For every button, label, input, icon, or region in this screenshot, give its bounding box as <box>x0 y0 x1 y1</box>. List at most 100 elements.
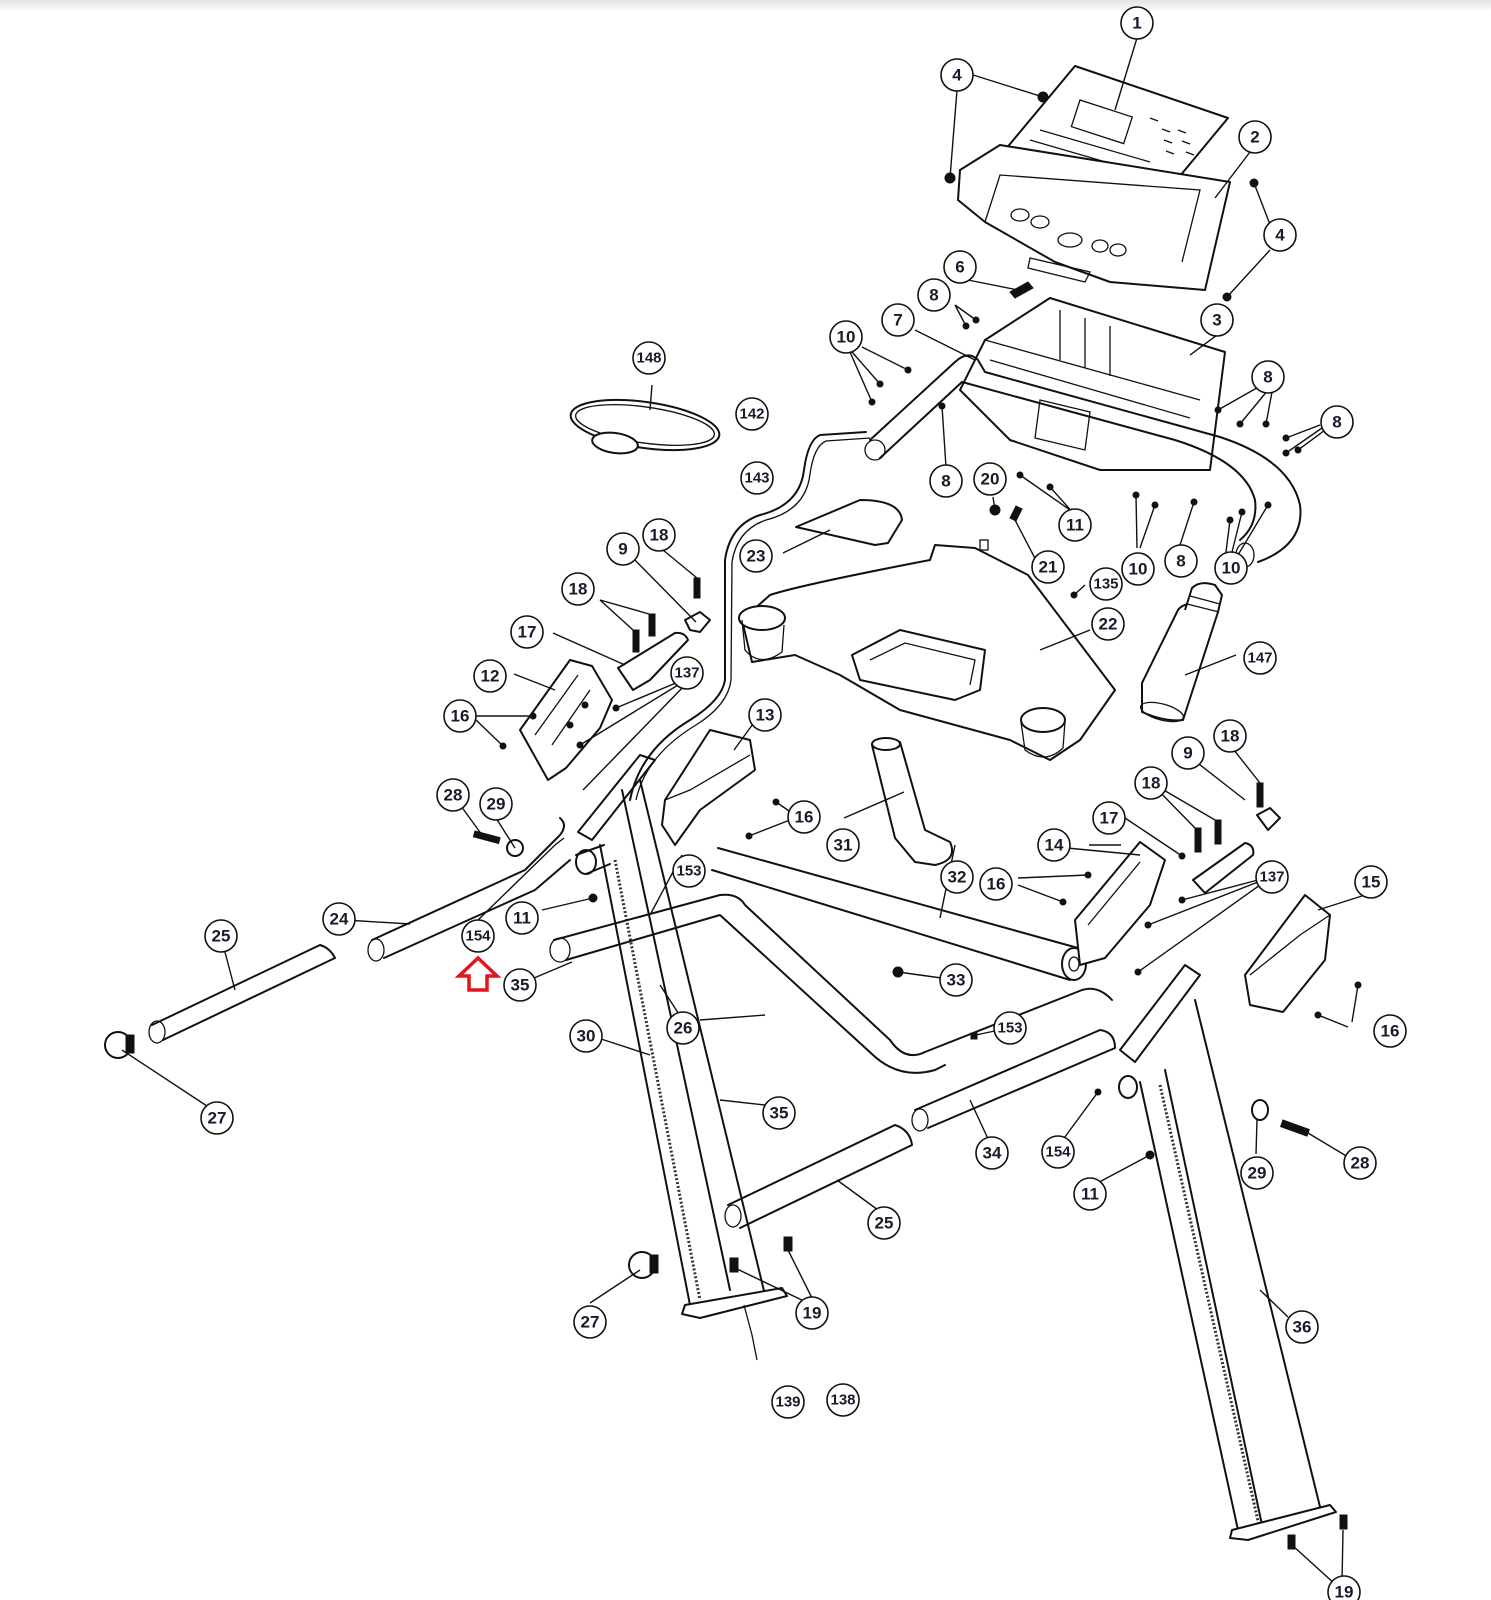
callout-16[interactable]: 16 <box>1373 1014 1407 1048</box>
callout-8[interactable]: 8 <box>929 464 963 498</box>
part-right-moving-arm-lower[interactable] <box>724 1124 913 1229</box>
part-left-pivot-cover-inner[interactable] <box>519 659 613 781</box>
callout-8[interactable]: 8 <box>1251 360 1285 394</box>
callout-25[interactable]: 25 <box>867 1206 901 1240</box>
part-right-moving-arm-upper[interactable] <box>911 1029 1116 1132</box>
part-right-grip-bracket[interactable] <box>1192 807 1281 894</box>
callout-17[interactable]: 17 <box>1092 801 1126 835</box>
callout-11[interactable]: 11 <box>1073 1177 1107 1211</box>
callout-10[interactable]: 10 <box>1121 552 1155 586</box>
callout-13[interactable]: 13 <box>748 698 782 732</box>
svg-text:25: 25 <box>875 1214 894 1233</box>
callout-35[interactable]: 35 <box>762 1096 796 1130</box>
callout-9[interactable]: 9 <box>606 532 640 566</box>
callout-25[interactable]: 25 <box>204 919 238 953</box>
svg-text:28: 28 <box>444 786 463 805</box>
callout-16[interactable]: 16 <box>443 699 477 733</box>
callout-36[interactable]: 36 <box>1285 1310 1319 1344</box>
callout-9[interactable]: 9 <box>1171 736 1205 770</box>
part-left-pivot-cover-outer[interactable] <box>661 729 756 846</box>
callout-28[interactable]: 28 <box>436 778 470 812</box>
part-right-upright[interactable] <box>1118 964 1337 1541</box>
part-lower-handle-bar[interactable] <box>549 893 1113 1074</box>
callout-7[interactable]: 7 <box>881 303 915 337</box>
callout-23[interactable]: 23 <box>739 539 773 573</box>
callout-8[interactable]: 8 <box>917 278 951 312</box>
callout-135[interactable]: 135 <box>1089 567 1123 601</box>
callout-153[interactable]: 153 <box>993 1011 1027 1045</box>
callout-30[interactable]: 30 <box>569 1019 603 1053</box>
part-accessory-tray-cover[interactable] <box>795 499 903 546</box>
callout-22[interactable]: 22 <box>1091 607 1125 641</box>
callout-34[interactable]: 34 <box>975 1136 1009 1170</box>
svg-text:29: 29 <box>1248 1164 1267 1183</box>
callout-6[interactable]: 6 <box>943 250 977 284</box>
callout-138[interactable]: 138 <box>826 1383 860 1417</box>
svg-text:138: 138 <box>830 1392 855 1409</box>
callout-137[interactable]: 137 <box>670 656 704 690</box>
callout-18[interactable]: 18 <box>1213 719 1247 753</box>
callout-28[interactable]: 28 <box>1343 1146 1377 1180</box>
callout-148[interactable]: 148 <box>632 341 666 375</box>
callout-2[interactable]: 2 <box>1238 120 1272 154</box>
callout-154[interactable]: 154 <box>461 919 495 953</box>
part-left-upright[interactable] <box>577 754 788 1361</box>
callout-18[interactable]: 18 <box>642 518 676 552</box>
svg-text:18: 18 <box>650 526 669 545</box>
callout-16[interactable]: 16 <box>787 800 821 834</box>
callout-27[interactable]: 27 <box>200 1101 234 1135</box>
callout-17[interactable]: 17 <box>510 615 544 649</box>
callout-147[interactable]: 147 <box>1243 641 1277 675</box>
callout-35[interactable]: 35 <box>503 968 537 1002</box>
callout-153[interactable]: 153 <box>672 854 706 888</box>
callout-24[interactable]: 24 <box>322 902 356 936</box>
part-console-base[interactable] <box>959 297 1226 471</box>
part-left-moving-arm-lower[interactable] <box>148 944 336 1044</box>
callout-15[interactable]: 15 <box>1354 865 1388 899</box>
part-chest-strap[interactable] <box>568 392 723 458</box>
callout-8[interactable]: 8 <box>1164 544 1198 578</box>
callout-16[interactable]: 16 <box>979 867 1013 901</box>
callout-19[interactable]: 19 <box>1327 1575 1361 1600</box>
part-console-housing[interactable] <box>957 144 1231 291</box>
callout-19[interactable]: 19 <box>795 1296 829 1330</box>
highlight-arrow-icon <box>454 955 502 992</box>
callout-33[interactable]: 33 <box>939 963 973 997</box>
callout-26[interactable]: 26 <box>666 1011 700 1045</box>
callout-142[interactable]: 142 <box>735 397 769 431</box>
callout-154[interactable]: 154 <box>1041 1135 1075 1169</box>
part-water-bottle[interactable] <box>1139 582 1223 725</box>
part-wire-cable <box>629 431 871 801</box>
callout-18[interactable]: 18 <box>561 572 595 606</box>
callout-29[interactable]: 29 <box>1240 1156 1274 1190</box>
callout-32[interactable]: 32 <box>940 860 974 894</box>
callout-139[interactable]: 139 <box>771 1385 805 1419</box>
callout-21[interactable]: 21 <box>1031 550 1065 584</box>
part-seat-post-tube[interactable] <box>871 737 954 866</box>
callout-11[interactable]: 11 <box>1058 508 1092 542</box>
callout-143[interactable]: 143 <box>740 461 774 495</box>
callout-3[interactable]: 3 <box>1200 303 1234 337</box>
svg-text:4: 4 <box>952 66 962 85</box>
callout-18[interactable]: 18 <box>1134 766 1168 800</box>
callout-14[interactable]: 14 <box>1037 828 1071 862</box>
svg-text:20: 20 <box>981 470 1000 489</box>
callout-8[interactable]: 8 <box>1320 405 1354 439</box>
part-center-console-shroud[interactable] <box>738 539 1116 761</box>
callout-4[interactable]: 4 <box>940 58 974 92</box>
part-right-pivot-cover-outer[interactable] <box>1244 894 1331 1013</box>
callout-31[interactable]: 31 <box>826 828 860 862</box>
part-left-moving-arm-upper[interactable] <box>367 817 611 962</box>
callout-29[interactable]: 29 <box>479 787 513 821</box>
callout-10[interactable]: 10 <box>1214 551 1248 585</box>
callout-27[interactable]: 27 <box>573 1305 607 1339</box>
part-left-grip-bracket[interactable] <box>617 611 711 691</box>
part-right-pivot-cover-inner[interactable] <box>1074 841 1166 966</box>
callout-12[interactable]: 12 <box>473 659 507 693</box>
callout-1[interactable]: 1 <box>1120 6 1154 40</box>
callout-10[interactable]: 10 <box>829 320 863 354</box>
callout-20[interactable]: 20 <box>973 462 1007 496</box>
callout-11[interactable]: 11 <box>505 901 539 935</box>
callout-137[interactable]: 137 <box>1255 860 1289 894</box>
callout-4[interactable]: 4 <box>1263 218 1297 252</box>
